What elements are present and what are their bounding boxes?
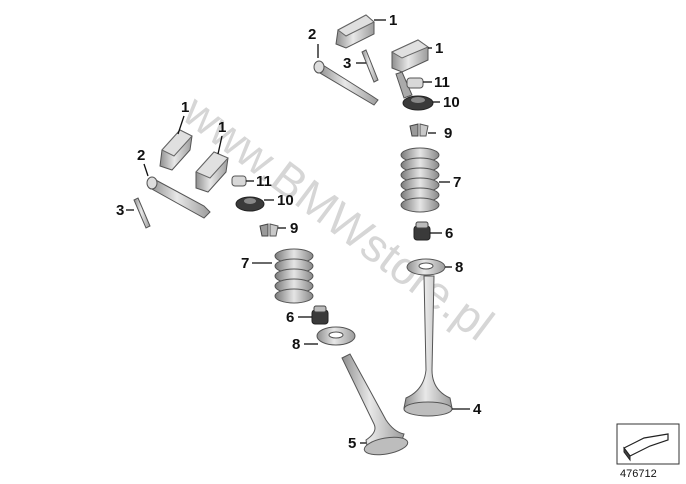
callout-1-right-bottom: 1 bbox=[435, 40, 443, 57]
callout-3-left: 3 bbox=[116, 202, 124, 219]
rocker-arm-left-2 bbox=[195, 151, 229, 193]
callout-8-left: 8 bbox=[292, 336, 300, 353]
rocker-arm-right-bottom bbox=[390, 39, 430, 99]
rocker-arm-left-1 bbox=[159, 129, 193, 171]
callout-3-right: 3 bbox=[343, 55, 351, 72]
valve-keepers-left bbox=[259, 223, 279, 237]
retainer-right bbox=[402, 95, 434, 111]
callout-8-right: 8 bbox=[455, 259, 463, 276]
callout-10-left: 10 bbox=[277, 192, 294, 209]
callout-7-left: 7 bbox=[241, 255, 249, 272]
callout-2-left: 2 bbox=[137, 147, 145, 164]
callout-9-right: 9 bbox=[444, 125, 452, 142]
callout-1-right-top: 1 bbox=[389, 12, 397, 29]
arrow-wedge-icon bbox=[623, 433, 669, 462]
valve-stem-seal-right bbox=[413, 221, 431, 241]
callout-10-right: 10 bbox=[443, 94, 460, 111]
valve-spring-right bbox=[400, 147, 440, 213]
callout-4: 4 bbox=[473, 401, 482, 418]
exhaust-valve bbox=[403, 275, 453, 417]
callout-6-right: 6 bbox=[445, 225, 453, 242]
rocker-shaft-left bbox=[146, 176, 211, 219]
callout-6-left: 6 bbox=[286, 309, 294, 326]
callout-1-left-a: 1 bbox=[181, 99, 189, 116]
lash-cap-left bbox=[231, 175, 247, 187]
intake-valve bbox=[341, 353, 409, 456]
callout-1-left-b: 1 bbox=[218, 119, 226, 136]
rocker-arm-right-top bbox=[335, 14, 375, 49]
callout-2-right: 2 bbox=[308, 26, 316, 43]
spring-seat-washer-left bbox=[316, 326, 356, 346]
callout-11-left: 11 bbox=[256, 173, 272, 190]
callout-5: 5 bbox=[348, 435, 356, 452]
lash-cap-right bbox=[406, 77, 424, 89]
pin-left bbox=[133, 197, 151, 229]
valve-stem-seal-left bbox=[311, 305, 329, 325]
rocker-shaft-right bbox=[313, 60, 379, 106]
callout-11-right: 11 bbox=[434, 74, 450, 91]
callout-labels: 1 1 1 1 2 2 3 3 11 11 10 10 9 9 7 7 6 6 … bbox=[116, 12, 482, 452]
valve-spring-left bbox=[274, 248, 314, 304]
callout-9-left: 9 bbox=[290, 220, 298, 237]
reference-number: 476712 bbox=[620, 468, 657, 480]
pin-right bbox=[361, 49, 379, 83]
spring-seat-washer-right bbox=[406, 258, 446, 276]
valve-keepers-right bbox=[409, 123, 429, 137]
reference-box: 476712 bbox=[616, 423, 680, 480]
leader-lines bbox=[126, 19, 470, 444]
retainer-left bbox=[235, 196, 265, 212]
callout-7-right: 7 bbox=[453, 174, 461, 191]
